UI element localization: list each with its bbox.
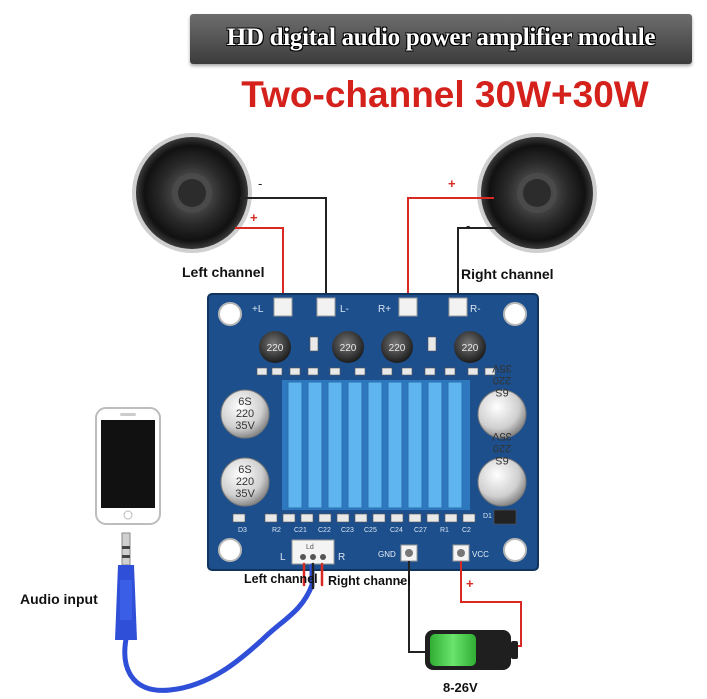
part-label: D3 [238, 527, 247, 534]
audio-input-label: Audio input [20, 591, 98, 607]
inductor-label: 220 [340, 343, 357, 354]
part-label: C2 [462, 527, 471, 534]
left-channel-label: Left channel [182, 264, 265, 280]
heatsink [282, 380, 470, 510]
capacitor-label: 6S [238, 396, 251, 408]
gnd-minus-mark: - [399, 574, 403, 589]
vcc-label: VCC [472, 550, 489, 559]
part-label: R2 [272, 527, 281, 534]
left-minus-mark: - [258, 176, 262, 191]
inductor-icon [259, 331, 486, 363]
right-plus-mark: + [448, 176, 456, 191]
battery-icon [425, 630, 518, 670]
vcc-plus-mark: + [466, 576, 474, 591]
capacitor-label: 220 [493, 374, 511, 386]
capacitor-icon [220, 389, 527, 507]
capacitor-label: 35V [235, 420, 255, 432]
inductor-label: 220 [462, 343, 479, 354]
terminal-label: R+ [378, 304, 391, 315]
right-minus-mark: - [466, 218, 470, 233]
amplifier-board: +L L- R+ R- 220 220 220 220 [207, 293, 539, 571]
page-title: HD digital audio power amplifier module [226, 24, 656, 51]
terminal-label: L- [340, 304, 349, 315]
part-label: C24 [390, 527, 403, 534]
capacitor-label: 6S [238, 464, 251, 476]
capacitor-label: 6S [495, 386, 508, 398]
part-label: C23 [341, 527, 354, 534]
left-plus-mark: + [250, 210, 258, 225]
gnd-label: GND [378, 550, 396, 559]
capacitor-label: 6S [495, 454, 508, 466]
left-speaker-icon [132, 133, 252, 253]
audio-jack-icon [115, 532, 137, 640]
input-right-label: Right channel [328, 574, 411, 588]
inductor-label: 220 [267, 343, 284, 354]
smartphone-icon [95, 407, 161, 525]
page-subtitle: Two-channel 30W+30W [241, 74, 649, 115]
speaker-wires [235, 197, 498, 300]
input-left-label: Left channel [244, 572, 318, 586]
smd-components [256, 336, 496, 376]
audio-cable [122, 562, 324, 693]
part-label: C21 [294, 527, 307, 534]
terminal-label: R- [470, 304, 481, 315]
mounting-hole-icon [218, 302, 527, 562]
capacitor-label: 220 [236, 408, 254, 420]
capacitor-label: 35V [492, 362, 512, 374]
part-label: C27 [414, 527, 427, 534]
terminal-label: +L [252, 304, 264, 315]
right-speaker-icon [477, 133, 597, 253]
part-label: R1 [440, 527, 449, 534]
part-label: D1 [483, 513, 492, 520]
input-connector-icon [291, 539, 335, 565]
input-conn-label: Ld [306, 544, 314, 551]
input-mark-r: R [338, 552, 345, 563]
capacitor-label: 35V [492, 430, 512, 442]
title-banner: HD digital audio power amplifier module [190, 14, 692, 64]
inductor-label: 220 [389, 343, 406, 354]
part-label: C22 [318, 527, 331, 534]
input-mark-l: L [280, 552, 286, 563]
capacitor-label: 220 [236, 476, 254, 488]
part-label: C25 [364, 527, 377, 534]
right-channel-label: Right channel [461, 266, 554, 282]
voltage-label: 8-26V [443, 680, 478, 695]
output-terminal-icon [273, 297, 468, 317]
capacitor-label: 220 [493, 442, 511, 454]
capacitor-label: 35V [235, 488, 255, 500]
